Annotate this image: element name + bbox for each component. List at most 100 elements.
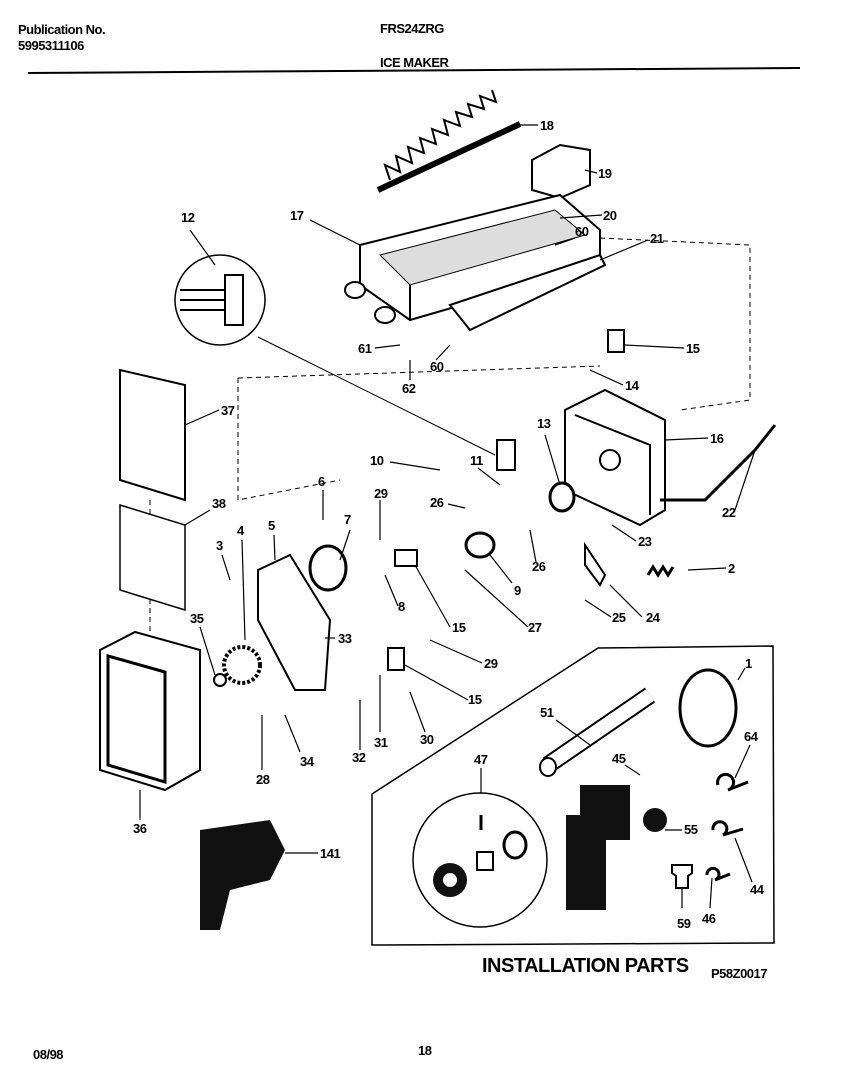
callout-leader-line [737, 667, 746, 681]
part-callout-33: 33 [338, 631, 352, 646]
part-callout-46: 46 [702, 911, 716, 926]
valve-assembly-part [566, 785, 667, 910]
part-callout-24: 24 [646, 610, 661, 625]
part-callout-16: 16 [710, 431, 724, 446]
assembly-outline-top [599, 237, 751, 411]
installation-parts-title: INSTALLATION PARTS [482, 955, 689, 977]
part-callout-27: 27 [528, 620, 542, 635]
motor-part [308, 544, 348, 592]
callout-leader-line [447, 503, 466, 509]
assembly-outline [237, 378, 341, 501]
part-callout-47: 47 [474, 752, 488, 767]
callout-leader-line [409, 691, 426, 733]
front-cover-part [99, 630, 201, 792]
part-callout-18: 18 [540, 118, 554, 133]
part-callout-14: 14 [625, 378, 640, 393]
part-callout-37: 37 [221, 403, 235, 418]
mold-cover-part [531, 143, 591, 200]
part-callout-15: 15 [686, 341, 700, 356]
part-callout-51: 51 [540, 705, 554, 720]
part-callout-4: 4 [237, 523, 245, 538]
water-valve-part [200, 820, 285, 930]
part-callout-29: 29 [374, 486, 388, 501]
part-callout-5: 5 [268, 518, 275, 533]
callout-leader-line [339, 529, 351, 561]
part-callout-11: 11 [470, 453, 483, 468]
callout-leader-line [555, 719, 591, 746]
part-callout-62: 62 [402, 381, 416, 396]
part-callout-6: 6 [318, 474, 325, 489]
callout-leader-line [529, 529, 537, 563]
switch-part [387, 647, 405, 671]
part-callout-31: 31 [374, 735, 388, 750]
instruction-sheet-part [119, 368, 186, 502]
publication-label: Publication No. [18, 22, 106, 37]
wiring-sheet-part [119, 503, 186, 612]
assembly-outline-right [237, 365, 601, 379]
callout-leader-line [273, 534, 276, 561]
callout-leader-line [184, 409, 220, 426]
gear-part [222, 645, 262, 685]
part-callout-59: 59 [677, 916, 691, 931]
clamp-part [705, 866, 731, 882]
callout-leader-line [464, 569, 529, 628]
callout-leader-line [584, 169, 598, 174]
part-callout-22: 22 [722, 505, 736, 520]
callout-leader-line [734, 744, 751, 779]
wire-harness-detail [174, 254, 266, 346]
part-callout-38: 38 [212, 496, 226, 511]
callout-leader-line [611, 524, 637, 542]
callout-leader-line [477, 467, 501, 486]
callout-leader-line [384, 574, 399, 607]
part-callout-55: 55 [684, 822, 698, 837]
part-callout-21: 21 [650, 231, 664, 246]
harness-leader [257, 336, 496, 456]
part-callout-35: 35 [190, 611, 204, 626]
part-callout-10: 10 [370, 453, 384, 468]
part-callout-141: 141 [320, 846, 340, 861]
part-callout-30: 30 [420, 732, 434, 747]
callout-leader-line [709, 877, 713, 909]
callout-leader-line [184, 509, 211, 526]
callout-leader-line [429, 639, 483, 664]
part-callout-60: 60 [430, 359, 444, 374]
part-callout-32: 32 [352, 750, 366, 765]
callout-leader-line [664, 437, 709, 441]
part-callout-13: 13 [537, 416, 551, 431]
callout-leader-line [589, 369, 624, 386]
thermostat-part [548, 481, 576, 513]
callout-leader-line [435, 344, 451, 361]
part-callout-19: 19 [598, 166, 612, 181]
cam-part [464, 531, 496, 559]
shield-part [448, 253, 607, 332]
part-callout-17: 17 [290, 208, 304, 223]
installation-parts-box [371, 645, 775, 946]
part-callout-25: 25 [612, 610, 626, 625]
spring-part [646, 564, 675, 578]
part-callout-29: 29 [484, 656, 498, 671]
clamp-part [711, 820, 744, 837]
callout-leader-line [734, 837, 753, 883]
callout-leader-line [374, 344, 401, 349]
lever-part [584, 541, 607, 587]
callout-leader-line [734, 449, 756, 511]
part-callout-7: 7 [344, 512, 351, 527]
gear-washer-part [213, 673, 227, 687]
part-callout-15: 15 [468, 692, 482, 707]
callout-leader-line [199, 626, 216, 676]
callout-leader-line [309, 219, 361, 246]
footer-date: 08/98 [33, 1047, 64, 1062]
callout-leader-line [241, 539, 246, 641]
section-title: ICE MAKER [380, 55, 449, 70]
support-housing-part [564, 388, 666, 527]
callout-leader-line [544, 434, 561, 486]
callout-leader-line [624, 764, 641, 776]
part-callout-1: 1 [745, 656, 752, 671]
callout-leader-line [404, 664, 469, 701]
callout-leader-line [599, 239, 649, 261]
part-callout-61: 61 [358, 341, 372, 356]
part-callout-26: 26 [430, 495, 444, 510]
fill-tube-part [539, 687, 656, 777]
switch-part [394, 549, 418, 567]
part-callout-64: 64 [744, 729, 759, 744]
